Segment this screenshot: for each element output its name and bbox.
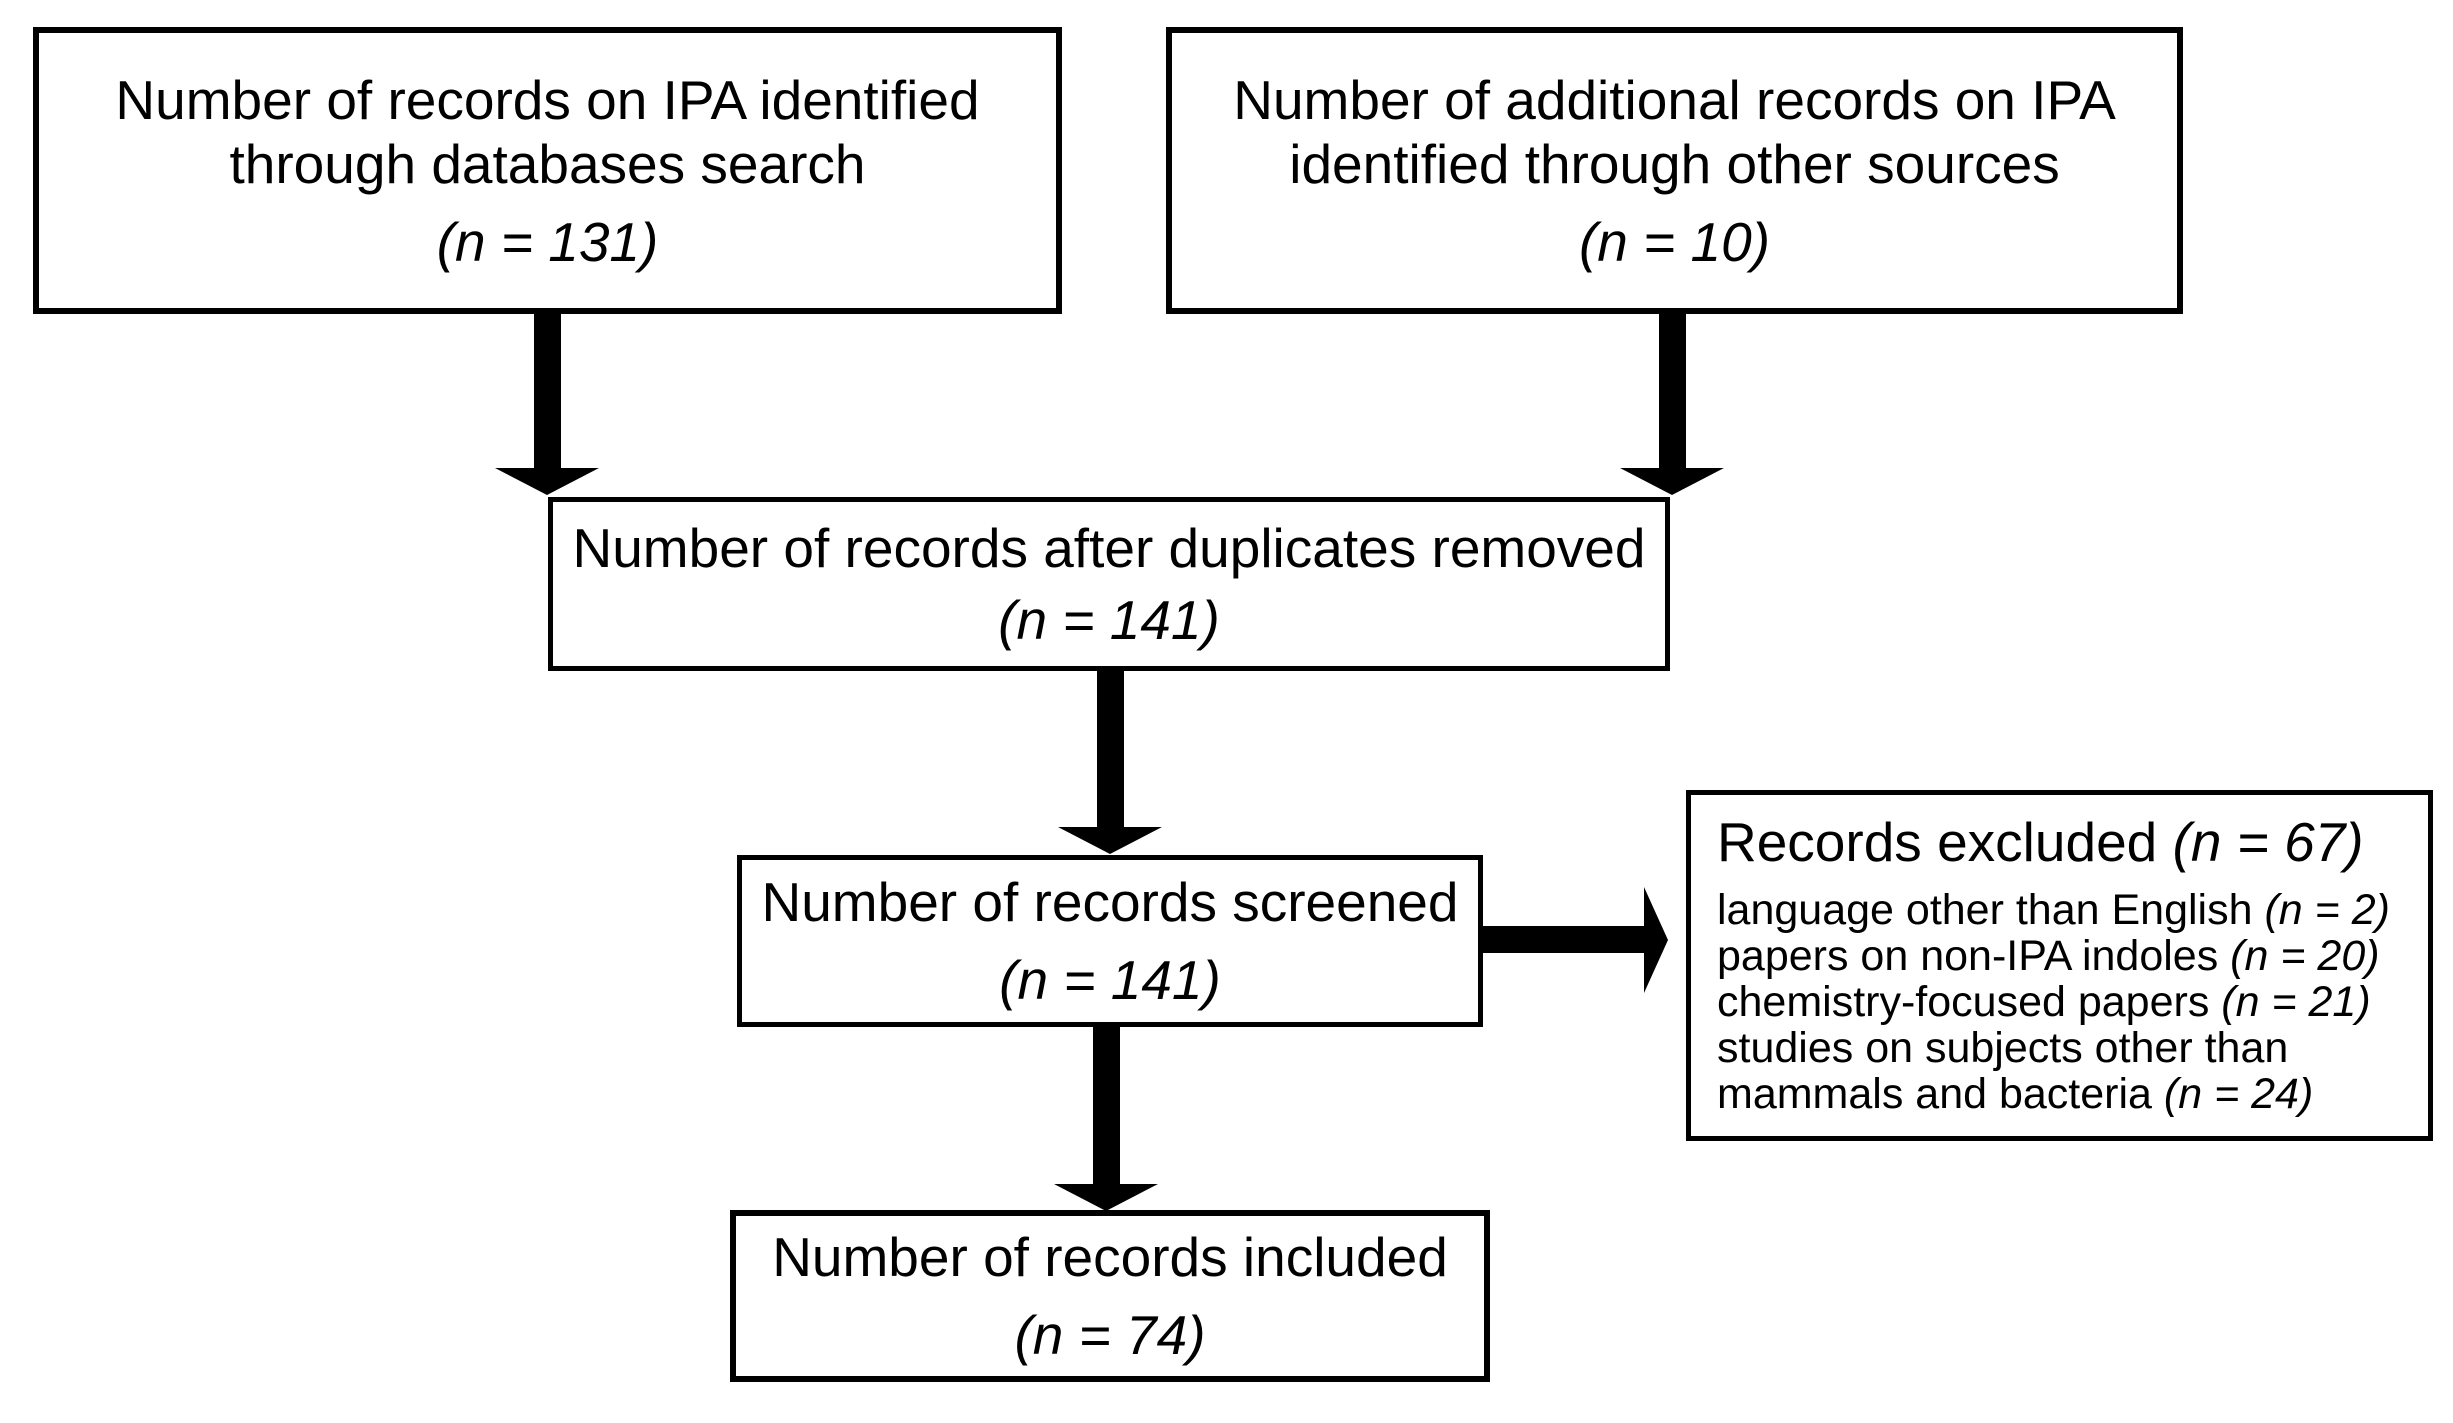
reason-text: papers on non-IPA indoles bbox=[1717, 932, 2231, 980]
reason-text: studies on subjects other than mammals a… bbox=[1717, 1024, 2289, 1118]
box-records-included: Number of records included (n = 74) bbox=[730, 1210, 1490, 1382]
box-records-identified-databases: Number of records on IPA identified thro… bbox=[33, 27, 1062, 314]
arrowhead-down-icon bbox=[1620, 468, 1724, 495]
box-title-line: Number of records after duplicates remov… bbox=[572, 517, 1646, 579]
reason-text: chemistry-focused papers bbox=[1717, 978, 2222, 1026]
box-records-screened: Number of records screened (n = 141) bbox=[737, 855, 1483, 1027]
box-title-line: through databases search bbox=[229, 132, 866, 195]
count-label: (n = 10) bbox=[1578, 210, 1771, 273]
count-label: (n = 20) bbox=[2230, 932, 2380, 980]
reason-text: language other than English bbox=[1717, 886, 2265, 934]
arrow-shaft bbox=[1093, 1024, 1120, 1186]
box-title-line: identified through other sources bbox=[1289, 132, 2060, 195]
arrow-shaft bbox=[1659, 310, 1686, 472]
arrow-shaft bbox=[1480, 926, 1646, 953]
exclusion-reason: papers on non-IPA indoles (n = 20) bbox=[1717, 933, 2380, 979]
box-records-identified-other-sources: Number of additional records on IPA iden… bbox=[1166, 27, 2183, 314]
arrowhead-down-icon bbox=[1054, 1184, 1158, 1211]
count-label: (n = 74) bbox=[1014, 1304, 1206, 1366]
exclusion-reason: chemistry-focused papers (n = 21) bbox=[1717, 979, 2371, 1025]
count-label: (n = 131) bbox=[436, 210, 659, 273]
excluded-title: Records excluded (n = 67) bbox=[1717, 811, 2364, 873]
exclusion-reason: studies on subjects other than mammals a… bbox=[1717, 1025, 2406, 1117]
excluded-title-text: Records excluded bbox=[1717, 811, 2173, 873]
box-records-after-duplicates-removed: Number of records after duplicates remov… bbox=[548, 497, 1670, 671]
box-title-line: Number of additional records on IPA bbox=[1233, 68, 2116, 131]
count-label: (n = 67) bbox=[2172, 811, 2364, 873]
box-title-line: Number of records included bbox=[772, 1226, 1448, 1288]
arrow-shaft bbox=[1097, 667, 1124, 829]
arrowhead-down-icon bbox=[495, 468, 599, 495]
exclusion-reason: language other than English (n = 2) bbox=[1717, 887, 2390, 933]
arrow-shaft bbox=[534, 310, 561, 472]
count-label: (n = 2) bbox=[2264, 886, 2390, 934]
box-title-line: Number of records screened bbox=[761, 871, 1459, 933]
box-title-line: Number of records on IPA identified bbox=[115, 68, 980, 131]
count-label: (n = 21) bbox=[2221, 978, 2371, 1026]
arrowhead-down-icon bbox=[1058, 827, 1162, 854]
count-label: (n = 141) bbox=[998, 589, 1220, 651]
box-records-excluded: Records excluded (n = 67) language other… bbox=[1686, 790, 2433, 1141]
count-label: (n = 24) bbox=[2163, 1070, 2314, 1118]
arrowhead-right-icon bbox=[1644, 887, 1668, 993]
count-label: (n = 141) bbox=[999, 949, 1221, 1011]
